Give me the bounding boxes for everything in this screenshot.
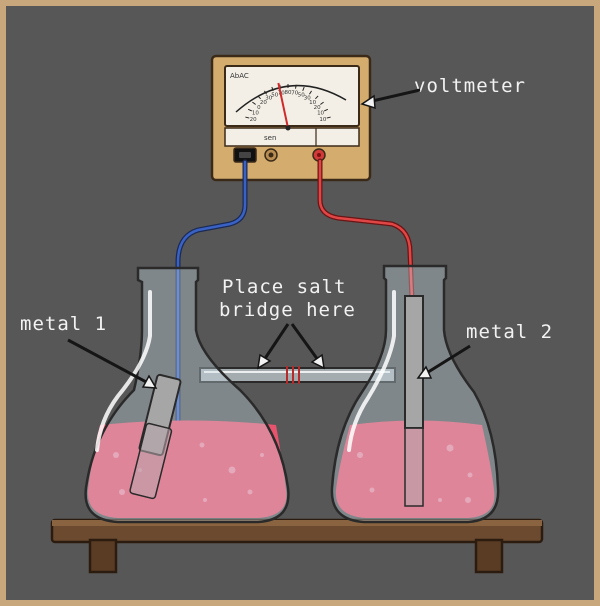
voltmeter-callout: voltmeter xyxy=(360,75,526,110)
gauge-tick-label: 50 xyxy=(271,93,278,99)
arrowhead-icon xyxy=(141,374,158,389)
gauge-tick-label: 20 xyxy=(260,100,267,106)
salt-bridge-marker xyxy=(286,366,300,384)
right-flask xyxy=(330,264,500,524)
gauge-tick xyxy=(247,108,253,112)
right-flask-shine xyxy=(347,290,396,452)
gauge-tick xyxy=(315,95,319,100)
gauge-tick-label: 10 xyxy=(317,111,324,117)
right-bubbles xyxy=(357,444,473,503)
gauge-tick xyxy=(257,95,261,100)
gauge-tick-label: 10 xyxy=(309,100,316,106)
connecting-tube xyxy=(199,366,396,384)
gauge-tick-label: 50 xyxy=(298,93,305,99)
gauge-arc xyxy=(235,84,347,113)
gauge-tick xyxy=(252,101,256,105)
gauge-tick-label: 0 xyxy=(257,105,261,111)
voltmeter-face xyxy=(224,65,360,127)
voltmeter-label: voltmeter xyxy=(414,75,526,97)
gauge-tick-label: 20 xyxy=(250,117,257,123)
metal-2-label: metal 2 xyxy=(466,321,553,343)
metal-1-callout: metal 1 xyxy=(20,313,158,389)
gauge-tick xyxy=(295,84,297,89)
voltmeter-brand: AbAC xyxy=(230,72,249,80)
arrowhead-icon xyxy=(360,94,376,110)
gauge-tick xyxy=(302,86,305,91)
left-flask xyxy=(84,266,290,524)
voltmeter-lower-panel xyxy=(224,127,360,147)
metal-2-callout: metal 2 xyxy=(416,321,553,379)
gauge-tick-label: 30 xyxy=(304,96,311,102)
left-flask-shine xyxy=(95,290,152,452)
gauge-tick-label: 70 xyxy=(291,91,298,97)
gauge-tick xyxy=(264,90,267,95)
gauge-tick xyxy=(326,116,331,119)
red-wire-highlight xyxy=(318,159,414,302)
metal-1-electrode-submerged xyxy=(129,422,173,500)
gauge-tick xyxy=(320,101,324,105)
gauge-tick-label: 20 xyxy=(314,105,321,111)
salt-bridge-label-line2: bridge here xyxy=(219,299,356,321)
gauge-tick xyxy=(271,86,274,91)
arrowhead-icon xyxy=(416,365,433,379)
voltmeter-bottom-text: sen xyxy=(264,134,276,142)
gauge-tick-label: 30 xyxy=(265,96,272,102)
left-flask-glass xyxy=(84,266,290,524)
gauge-tick xyxy=(323,108,329,112)
gauge-tick-label: 80 xyxy=(285,90,292,96)
metal-2-electrode-submerged xyxy=(404,427,424,507)
voltmeter: AbAC sen 20100203050708070503010201010 xyxy=(210,54,372,182)
gauge-tick-label: 10 xyxy=(319,117,326,123)
arrowhead-icon xyxy=(257,353,272,370)
metal-2-electrode xyxy=(404,295,424,429)
gauge-needle xyxy=(277,82,289,129)
arrowhead-icon xyxy=(310,353,325,370)
salt-bridge-label-line1: Place salt xyxy=(222,276,346,298)
center-knob-icon xyxy=(264,148,278,162)
gauge-tick xyxy=(309,90,312,95)
metal-1-label: metal 1 xyxy=(20,313,107,335)
gauge-pivot xyxy=(285,125,291,131)
blue-wire-highlight xyxy=(176,160,247,422)
red-terminal-icon xyxy=(312,148,326,162)
wooden-stand xyxy=(50,518,544,574)
gauge-tick xyxy=(245,116,250,119)
left-bubbles xyxy=(113,442,264,502)
salt-bridge-callout: Place salt bridge here xyxy=(219,276,356,370)
gauge-tick-label: 10 xyxy=(252,111,259,117)
